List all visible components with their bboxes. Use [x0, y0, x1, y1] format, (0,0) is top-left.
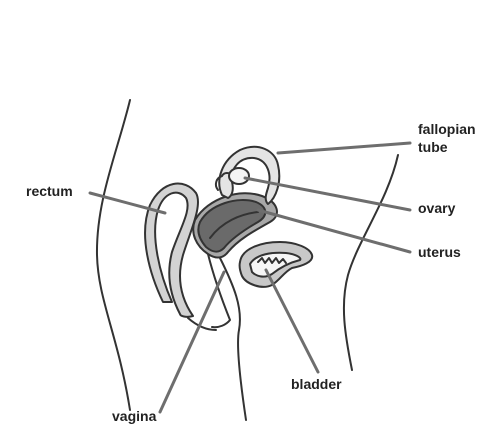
body-outline-back [97, 100, 130, 410]
label-fallopian-tube-line1: fallopian [418, 121, 476, 138]
leader-line-bladder [266, 270, 318, 372]
body-outline-front [344, 155, 398, 370]
vagina-front-wall [220, 258, 246, 420]
label-bladder: bladder [291, 376, 342, 393]
rectum-shape [145, 184, 198, 317]
label-uterus: uterus [418, 244, 461, 261]
leader-line-fallopian-tube [278, 143, 410, 153]
label-rectum: rectum [26, 183, 73, 200]
leader-line-vagina [160, 272, 224, 412]
ovary-shape [229, 168, 249, 184]
vagina-outline [207, 250, 230, 327]
label-ovary: ovary [418, 200, 455, 217]
label-vagina: vagina [112, 408, 156, 425]
label-fallopian-tube-line2: tube [418, 139, 448, 156]
